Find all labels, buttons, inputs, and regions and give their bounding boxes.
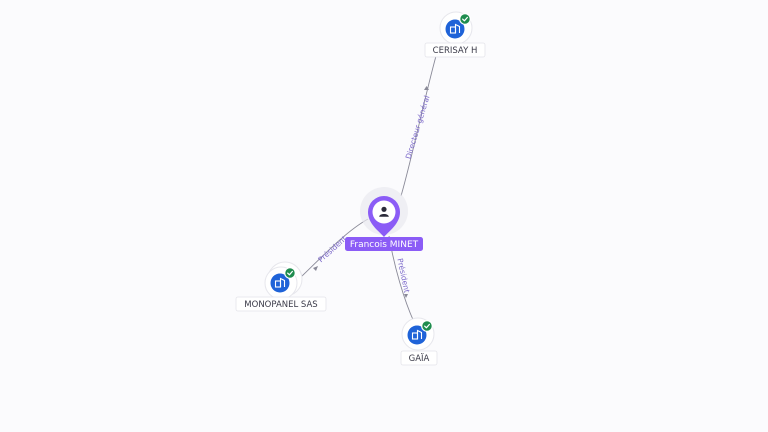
verified-check-icon [421, 320, 433, 332]
edge-arrow-icon [404, 294, 408, 298]
company-node-cerisay[interactable]: CERISAY H [424, 11, 486, 58]
person-name: Francois MINET [350, 240, 419, 250]
person-label-box [345, 237, 423, 251]
edge-label-cerisay: Directeur général [404, 94, 432, 160]
company-label-box [400, 350, 438, 366]
edge-arrow-icon [313, 266, 318, 271]
company-node-gaia[interactable]: GAÏA [400, 317, 438, 366]
company-name-cerisay: CERISAY H [433, 46, 478, 56]
verified-check-icon [459, 13, 471, 25]
company-building-icon [274, 277, 286, 288]
verified-check-icon [284, 267, 296, 279]
company-building-icon [449, 23, 461, 34]
edge-cerisay: Directeur général [400, 55, 437, 197]
person-node[interactable]: Francois MINET [345, 187, 423, 251]
company-label-box [424, 42, 486, 58]
company-name-monopanel: MONOPANEL SAS [244, 300, 317, 310]
company-node-monopanel[interactable]: MONOPANEL SAS [235, 261, 327, 312]
person-pin-inner [372, 200, 396, 224]
edge-arrow-icon [424, 86, 429, 90]
edge-label-monopanel: Président [316, 234, 348, 264]
person-icon [379, 206, 389, 217]
company-name-gaia: GAÏA [409, 353, 430, 364]
company-building-icon [411, 329, 423, 340]
company-label-box [235, 296, 327, 312]
